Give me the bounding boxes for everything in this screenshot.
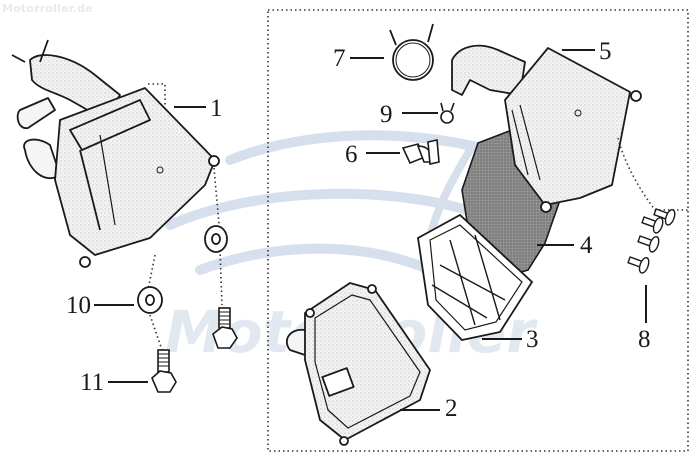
callout-10: 10 xyxy=(66,292,91,319)
site-watermark: Motorroller.de xyxy=(2,2,93,15)
callout-5: 5 xyxy=(599,38,612,65)
callout-4: 4 xyxy=(580,232,593,259)
callout-3: 3 xyxy=(526,326,539,353)
part-2-lower-housing xyxy=(285,282,431,446)
part-11-bolts xyxy=(151,307,238,393)
part-5-air-filter-cover xyxy=(451,44,642,213)
group-frame xyxy=(267,9,689,452)
part-3-filter-frame xyxy=(417,213,534,341)
part-7-hose-clamp xyxy=(389,23,434,81)
part-8-screws xyxy=(627,208,676,274)
part-1-air-filter-assembly xyxy=(11,39,220,268)
callout-8: 8 xyxy=(638,326,651,353)
part-9-small-clamp xyxy=(440,102,455,124)
part-6-elbow-hose xyxy=(401,139,440,165)
callout-11: 11 xyxy=(80,369,105,396)
callout-1: 1 xyxy=(210,95,223,122)
callout-2: 2 xyxy=(445,395,458,422)
leader-lines xyxy=(94,49,647,411)
part-10-washers xyxy=(137,225,228,314)
callout-7: 7 xyxy=(333,45,346,72)
callout-9: 9 xyxy=(380,101,393,128)
callout-6: 6 xyxy=(345,141,358,168)
